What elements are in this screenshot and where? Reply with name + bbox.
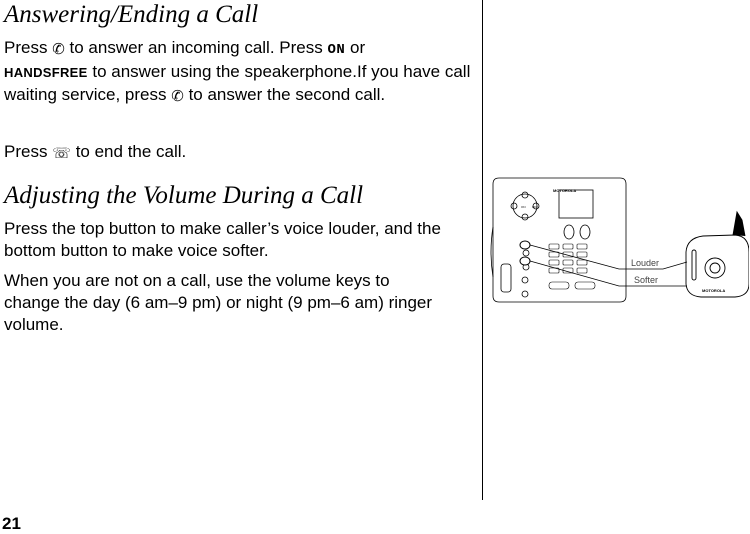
cancel-key-icon: ☏ [52,144,71,162]
volume-up-button [519,240,531,250]
ringer-volume-instructions: When you are not on a call, use the volu… [4,271,433,334]
end-call-instructions: Press ☏ to end the call. [4,142,187,162]
handsfree-key-label: HANDSFREE [4,65,88,80]
base-off-key: OFF [532,205,538,209]
handset [685,210,749,298]
flash-key-icon: ✆ [171,87,184,105]
louder-label: Louder [631,258,659,268]
flash-key-icon: ✆ [52,40,65,58]
answer-instructions: Press ✆ to answer an incoming call. Pres… [4,38,471,105]
section-heading-volume: Adjusting the Volume During a Call [4,182,364,209]
phone-volume-illustration: MOTOROLA ON OFF Louder Softer MOTOROLA [490,177,749,303]
text-column: Answering/Ending a Call Press ✆ to answe… [4,0,476,336]
page-number: 21 [2,514,21,533]
section-heading-answering: Answering/Ending a Call [4,1,259,28]
callout-lines [529,244,688,287]
softer-label: Softer [634,275,658,285]
base-on-key: ON [521,205,526,209]
base-brand: MOTOROLA [553,188,576,193]
on-key-label: ON [327,42,346,58]
base-unit [490,177,627,303]
volume-instructions: Press the top button to make caller’s vo… [4,219,441,260]
column-divider [482,0,483,500]
volume-down-button [519,256,531,266]
handset-brand: MOTOROLA [702,288,725,293]
